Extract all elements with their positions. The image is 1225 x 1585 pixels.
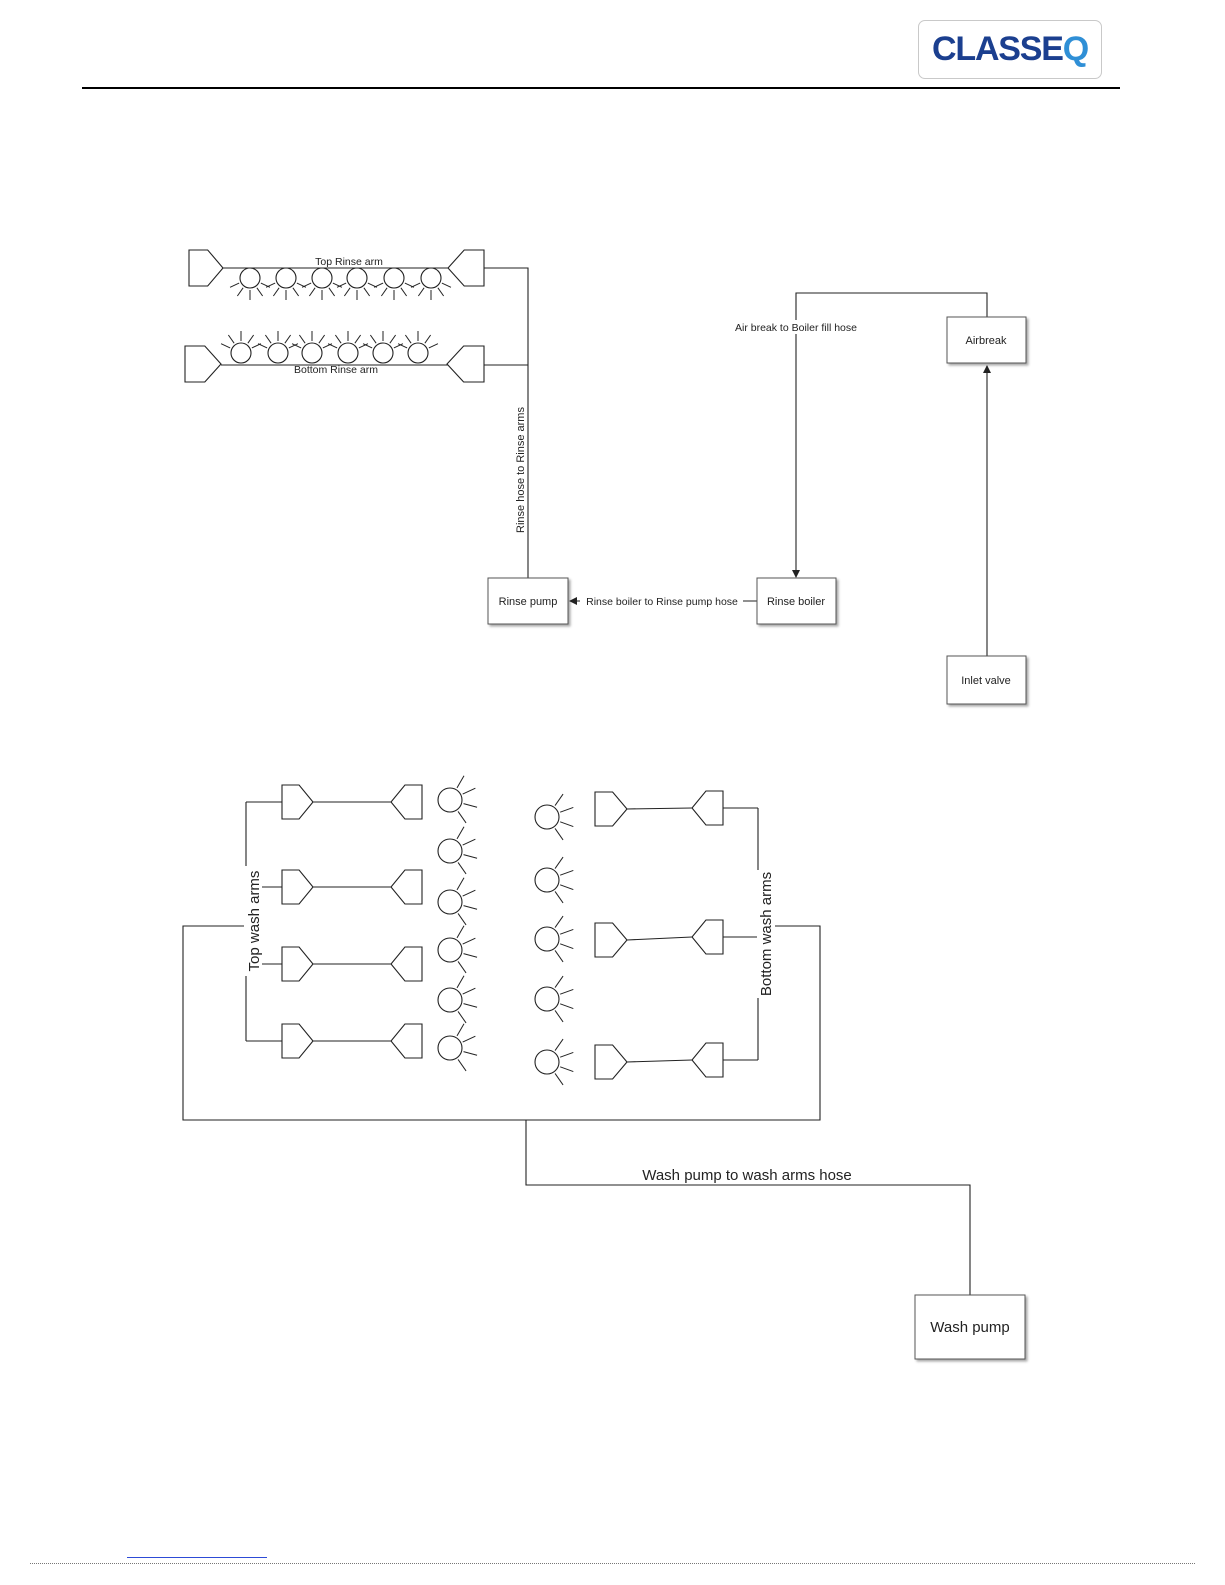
- top-rinse-arm-left-connector: [189, 250, 223, 286]
- wash-pump-hose: [526, 1120, 970, 1295]
- top-wash-arm-1-right-connector: [391, 785, 422, 819]
- rinse-hose-label: Rinse hose to Rinse arms: [515, 407, 527, 533]
- rinse-pump-label: Rinse pump: [499, 596, 558, 608]
- bottom-wash-arm-1-right-connector: [692, 791, 723, 825]
- bottom-wash-arm-3-left-connector: [595, 1045, 627, 1079]
- wash-outer-loop-left: [183, 926, 820, 1120]
- inlet-valve-box: Inlet valve: [947, 656, 1026, 704]
- top-wash-arm-4-right-connector: [391, 1024, 422, 1058]
- bottom-wash-nozzle-3: [535, 916, 573, 962]
- wash-pump-box: Wash pump: [915, 1295, 1025, 1359]
- bottom-rinse-nozzle-5: [363, 331, 403, 363]
- rinse-boiler-box: Rinse boiler: [757, 578, 836, 624]
- top-rinse-nozzle-2: [266, 268, 306, 300]
- top-wash-nozzle-6: [438, 1024, 477, 1071]
- boiler-pump-hose-label: Rinse boiler to Rinse pump hose: [586, 596, 738, 608]
- top-wash-arm-1-left-connector: [282, 785, 313, 819]
- bottom-wash-nozzle-4: [535, 976, 573, 1022]
- top-rinse-nozzle-5: [374, 268, 414, 300]
- top-wash-nozzle-5: [438, 976, 477, 1023]
- top-rinse-nozzle-6: [411, 268, 451, 300]
- rinse-boiler-label: Rinse boiler: [767, 596, 825, 608]
- bottom-wash-nozzle-2: [535, 857, 573, 903]
- bottom-rinse-nozzle-2: [258, 331, 298, 363]
- top-wash-arm-2-right-connector: [391, 870, 422, 904]
- top-wash-nozzle-2: [438, 827, 477, 874]
- top-wash-arm-2-left-connector: [282, 870, 313, 904]
- top-rinse-nozzle-1: [230, 268, 270, 300]
- bottom-wash-arm-2-bar: [627, 937, 692, 940]
- bottom-rinse-arm-left-connector: [185, 346, 221, 382]
- wash-pump-hose-label: Wash pump to wash arms hose: [642, 1167, 852, 1184]
- bottom-rinse-nozzle-1: [221, 331, 261, 363]
- footer-dotted-rule: [30, 1563, 1195, 1564]
- bottom-rinse-nozzle-6: [398, 331, 438, 363]
- top-wash-nozzle-1: [438, 776, 477, 823]
- top-rinse-arm-right-connector: [448, 250, 484, 286]
- bottom-wash-nozzle-5: [535, 1039, 573, 1085]
- bottom-rinse-nozzle-4: [328, 331, 368, 363]
- bottom-wash-arms-label: Bottom wash arms: [758, 872, 775, 996]
- bottom-wash-nozzle-1: [535, 794, 573, 840]
- bottom-wash-arm-1-left-connector: [595, 792, 627, 826]
- top-wash-nozzle-3: [438, 878, 477, 925]
- bottom-wash-arm-2-right-connector: [692, 920, 723, 954]
- bottom-wash-arm-3-right-connector: [692, 1043, 723, 1077]
- airbreak-box: Airbreak: [947, 317, 1026, 363]
- footer-link-underline: [127, 1557, 267, 1558]
- bottom-rinse-arm-label: Bottom Rinse arm: [294, 364, 378, 376]
- wash-pump-label: Wash pump: [930, 1319, 1009, 1336]
- inlet-valve-label: Inlet valve: [961, 675, 1011, 687]
- airbreak-label: Airbreak: [966, 335, 1007, 347]
- bottom-rinse-arm-right-connector: [447, 346, 484, 382]
- bottom-rinse-nozzle-3: [292, 331, 332, 363]
- airbreak-hose-label: Air break to Boiler fill hose: [735, 322, 857, 334]
- bottom-wash-arm-3-bar: [627, 1060, 692, 1062]
- top-wash-arms-label: Top wash arms: [246, 871, 263, 972]
- bottom-wash-arm-1-bar: [627, 808, 692, 809]
- top-rinse-nozzle-4: [337, 268, 377, 300]
- top-wash-nozzle-4: [438, 926, 477, 973]
- top-rinse-arm-label: Top Rinse arm: [315, 256, 383, 268]
- top-rinse-nozzle-3: [302, 268, 342, 300]
- bottom-wash-arm-2-left-connector: [595, 923, 627, 957]
- top-wash-arm-3-left-connector: [282, 947, 313, 981]
- top-wash-arm-4-left-connector: [282, 1024, 313, 1058]
- top-wash-arm-3-right-connector: [391, 947, 422, 981]
- rinse-pump-box: Rinse pump: [488, 578, 568, 624]
